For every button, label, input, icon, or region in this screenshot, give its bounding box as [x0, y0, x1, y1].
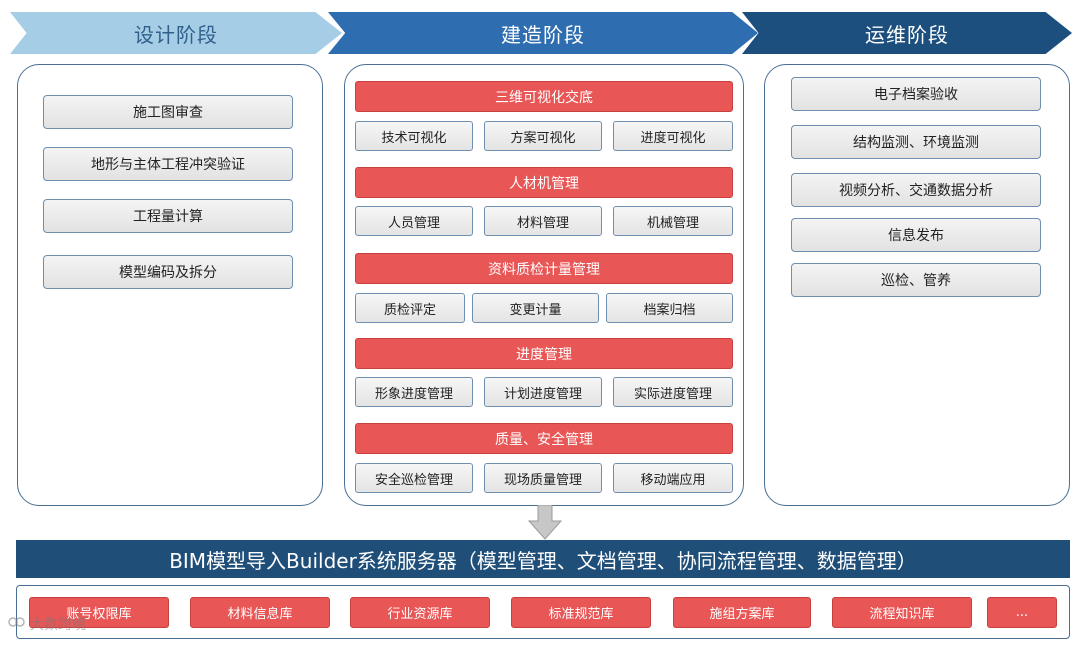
operate-panel: 电子档案验收 结构监测、环境监测 视频分析、交通数据分析 信息发布 巡检、管养 [764, 64, 1070, 506]
build-group-title: 三维可视化交底 [355, 81, 733, 112]
stage-build-label: 建造阶段 [501, 22, 585, 47]
watermark-text: 大数跨境 [30, 617, 86, 633]
watermark: 大数跨境 [8, 614, 86, 634]
design-panel: 施工图审查 地形与主体工程冲突验证 工程量计算 模型编码及拆分 [17, 64, 323, 506]
library-item: 行业资源库 [350, 597, 490, 628]
build-sub-item: 计划进度管理 [484, 377, 602, 407]
operate-item: 视频分析、交通数据分析 [791, 173, 1041, 207]
build-sub-item: 变更计量 [472, 293, 599, 323]
build-group-title: 人材机管理 [355, 167, 733, 198]
build-group-title: 质量、安全管理 [355, 423, 733, 454]
build-sub-item: 移动端应用 [613, 463, 733, 493]
library-item: 账号权限库 [29, 597, 169, 628]
library-item: 标准规范库 [511, 597, 651, 628]
operate-item: 电子档案验收 [791, 77, 1041, 111]
build-group-title: 资料质检计量管理 [355, 253, 733, 284]
build-sub-item: 形象进度管理 [355, 377, 473, 407]
library-item: 施组方案库 [673, 597, 811, 628]
stage-build: 建造阶段 [328, 12, 758, 54]
library-item-more: ... [987, 597, 1057, 628]
build-sub-item: 安全巡检管理 [355, 463, 473, 493]
build-group-title: 进度管理 [355, 338, 733, 369]
build-panel: 三维可视化交底 技术可视化 方案可视化 进度可视化 人材机管理 人员管理 材料管… [344, 64, 744, 506]
build-sub-item: 现场质量管理 [484, 463, 602, 493]
build-sub-item: 档案归档 [606, 293, 733, 323]
build-sub-item: 实际进度管理 [613, 377, 733, 407]
build-sub-item: 机械管理 [613, 206, 733, 236]
build-sub-item: 质检评定 [355, 293, 465, 323]
design-item: 模型编码及拆分 [43, 255, 293, 289]
stage-design-label: 设计阶段 [134, 22, 218, 47]
design-item: 地形与主体工程冲突验证 [43, 147, 293, 181]
watermark-logo-icon [8, 615, 26, 633]
build-sub-item: 进度可视化 [613, 121, 733, 151]
build-sub-item: 人员管理 [355, 206, 473, 236]
library-item: 材料信息库 [190, 597, 330, 628]
build-sub-item: 技术可视化 [355, 121, 473, 151]
operate-item: 信息发布 [791, 218, 1041, 252]
library-item: 流程知识库 [832, 597, 972, 628]
operate-item: 巡检、管养 [791, 263, 1041, 297]
design-item: 施工图审查 [43, 95, 293, 129]
design-item: 工程量计算 [43, 199, 293, 233]
stage-operate-label: 运维阶段 [865, 22, 949, 47]
stage-design: 设计阶段 [10, 12, 342, 54]
build-sub-item: 方案可视化 [484, 121, 602, 151]
down-arrow-icon [527, 505, 563, 540]
build-sub-item: 材料管理 [484, 206, 602, 236]
stage-operate: 运维阶段 [742, 12, 1072, 54]
operate-item: 结构监测、环境监测 [791, 125, 1041, 159]
library-row: 账号权限库 材料信息库 行业资源库 标准规范库 施组方案库 流程知识库 ... [16, 585, 1070, 639]
server-bar: BIM模型导入Builder系统服务器（模型管理、文档管理、协同流程管理、数据管… [16, 540, 1070, 578]
